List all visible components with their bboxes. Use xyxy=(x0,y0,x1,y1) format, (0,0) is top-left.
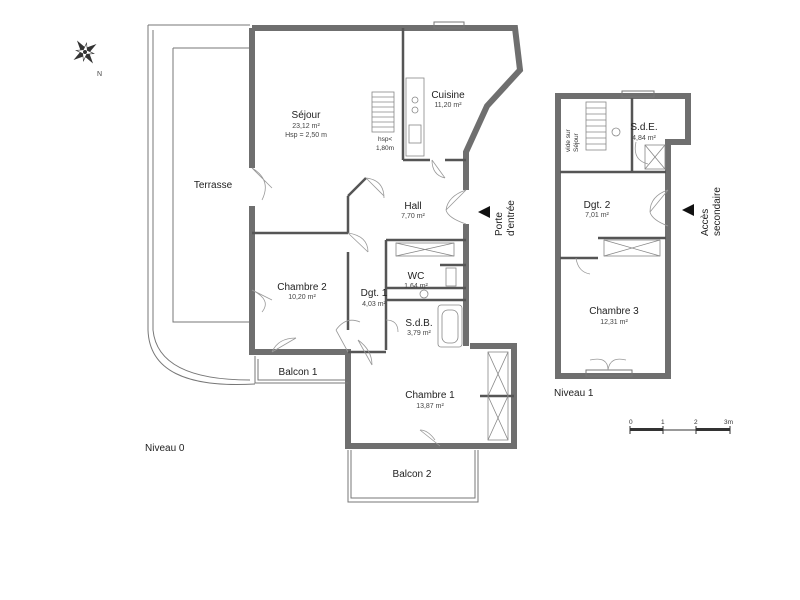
wardrobe-icon xyxy=(395,242,455,257)
compass-north-label: N xyxy=(97,71,102,78)
dgt1-label: Dgt. 1 xyxy=(361,288,388,299)
dgt2-label: Dgt. 2 xyxy=(584,200,611,211)
staircase-upper-icon xyxy=(585,101,607,151)
main-entrance-label-1: Porte xyxy=(494,212,505,236)
compass-rose-icon: N xyxy=(73,40,102,78)
sdb-area: 3,79 m² xyxy=(407,330,431,337)
hall-area: 7,70 m² xyxy=(401,213,425,220)
sejour-height: Hsp = 2,50 m xyxy=(285,132,327,139)
hsp-note-1: hsp< xyxy=(378,136,392,143)
chambre3-label: Chambre 3 xyxy=(589,306,639,317)
sdb-label: S.d.B. xyxy=(405,318,432,329)
chambre2-area: 10,20 m² xyxy=(288,294,316,301)
main-entrance-label-2: d'entrée xyxy=(506,200,517,236)
wardrobe-chambre1-icon xyxy=(487,351,509,441)
scale-label-0: 0 xyxy=(629,419,633,426)
scale-label-2: 2 xyxy=(694,419,698,426)
terrasse-label: Terrasse xyxy=(194,180,233,191)
sejour-area: 23,12 m² xyxy=(292,123,320,130)
level-0-plan xyxy=(147,21,524,503)
secondary-entrance-label-1: Accès xyxy=(700,209,711,236)
chambre1-label: Chambre 1 xyxy=(405,390,455,401)
chambre3-area: 12,31 m² xyxy=(600,319,628,326)
sejour-label: Séjour xyxy=(292,110,322,121)
secondary-entrance-label-2: secondaire xyxy=(712,187,723,236)
sde-label: S.d.E. xyxy=(630,122,657,133)
main-entrance-arrow-icon xyxy=(478,206,490,218)
balcon1-label: Balcon 1 xyxy=(279,367,318,378)
scale-bar: 0 1 2 3m xyxy=(629,419,733,434)
dgt1-area: 4,03 m² xyxy=(362,301,386,308)
dgt2-area: 7,01 m² xyxy=(585,212,609,219)
wardrobe-upper-icon xyxy=(603,239,661,257)
wc-label: WC xyxy=(408,271,425,282)
hall-label: Hall xyxy=(404,201,421,212)
level-0-label: Niveau 0 xyxy=(145,443,185,454)
hsp-note-2: 1,80m xyxy=(376,145,394,152)
sde-area: 4,84 m² xyxy=(632,135,656,142)
scale-label-1: 1 xyxy=(661,419,665,426)
scale-label-3: 3m xyxy=(724,419,733,426)
balcon2-label: Balcon 2 xyxy=(393,469,432,480)
chambre1-area: 13,87 m² xyxy=(416,403,444,410)
cuisine-area: 11,20 m² xyxy=(434,102,462,109)
staircase-icon xyxy=(371,91,395,133)
cuisine-label: Cuisine xyxy=(431,90,465,101)
chambre2-label: Chambre 2 xyxy=(277,282,327,293)
kitchen-counter-icon xyxy=(405,77,425,157)
vide-note-2: Séjour xyxy=(573,132,580,152)
secondary-entrance-arrow-icon xyxy=(682,204,694,216)
bathtub-icon xyxy=(437,304,463,348)
vide-note-1: vide sur xyxy=(565,128,572,152)
level-1-label: Niveau 1 xyxy=(554,388,594,399)
shower-icon xyxy=(644,144,666,170)
level-1-plan xyxy=(555,90,694,379)
wc-area: 1,64 m² xyxy=(404,283,428,290)
